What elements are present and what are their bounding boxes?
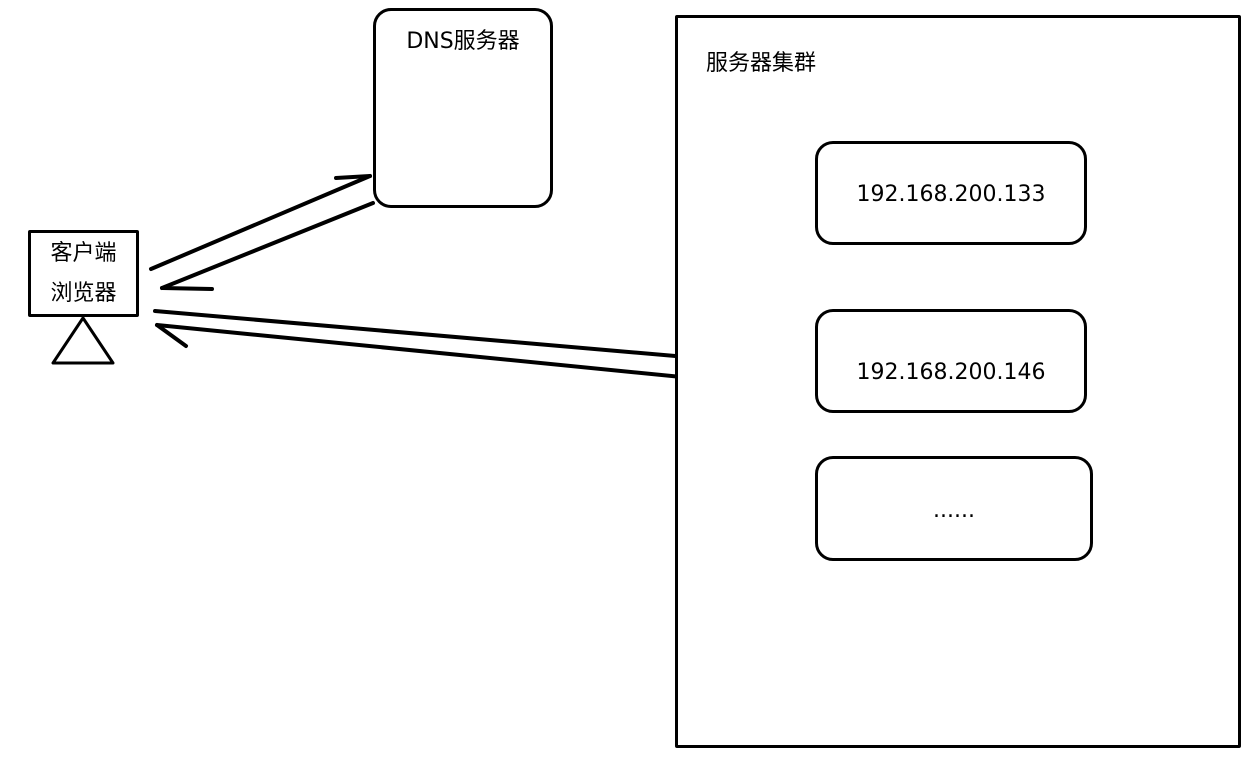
dns-server-label: DNS服务器 xyxy=(406,29,520,54)
arrow-dns-to-client xyxy=(160,201,375,291)
server-node: ...... xyxy=(815,456,1093,561)
client-label-line1: 客户端 xyxy=(50,241,117,266)
server-node: 192.168.200.146 xyxy=(815,309,1087,413)
server-cluster-box: 服务器集群 xyxy=(675,15,1241,748)
server-cluster-label: 服务器集群 xyxy=(706,51,817,76)
client-label-line2: 浏览器 xyxy=(50,281,117,306)
server-node-label: 192.168.200.133 xyxy=(856,182,1046,207)
server-node-label: ...... xyxy=(933,498,975,523)
server-node-label: 192.168.200.146 xyxy=(856,360,1046,385)
arrow-client-to-dns xyxy=(149,174,372,271)
client-stand-icon xyxy=(51,316,115,365)
server-node: 192.168.200.133 xyxy=(815,141,1087,245)
dns-server-box: DNS服务器 xyxy=(373,8,553,208)
client-browser-box: 客户端 浏览器 xyxy=(28,230,139,317)
